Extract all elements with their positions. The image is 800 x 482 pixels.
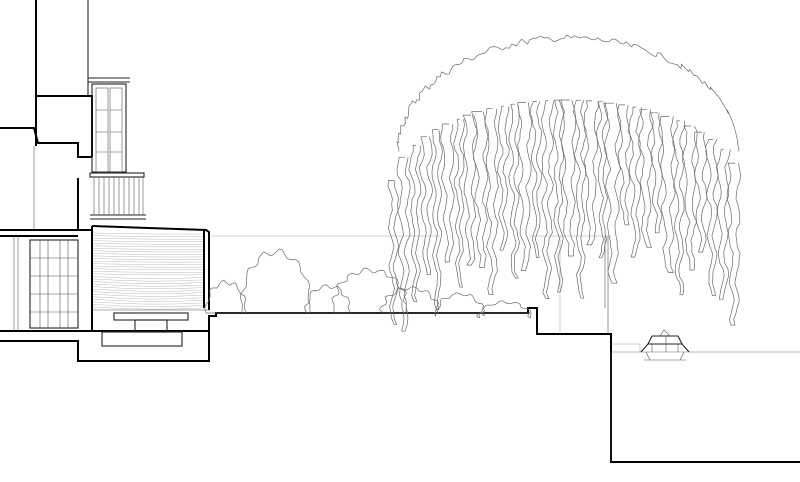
hatch-line <box>92 268 204 270</box>
willow-strand <box>471 111 489 268</box>
hatch-line <box>92 273 204 276</box>
willow-strand <box>672 120 686 296</box>
hatch-line <box>92 294 204 297</box>
willow-strand <box>440 123 455 263</box>
hatch-line <box>92 306 204 310</box>
hatch-line <box>92 243 204 245</box>
willow-strand <box>508 103 520 279</box>
hatch-line <box>92 260 204 263</box>
hatch-line <box>92 240 204 242</box>
willow-strand <box>387 180 400 325</box>
willow-strand <box>573 99 587 299</box>
garden-annex <box>91 225 210 347</box>
hatch-line <box>92 235 204 237</box>
hatch-line <box>92 258 204 260</box>
willow-strand <box>484 108 499 296</box>
willow-strand <box>517 102 532 271</box>
hatch-line <box>92 232 204 235</box>
hatch-line <box>92 296 204 300</box>
hatch-line <box>92 288 204 292</box>
weeping-willow-tree <box>387 34 742 332</box>
hatch-line <box>92 250 204 253</box>
shrub <box>434 292 485 317</box>
hatch-line <box>92 253 204 255</box>
shrub <box>476 300 532 319</box>
willow-strand <box>627 106 643 258</box>
hatch-line <box>92 263 204 265</box>
willow-strand <box>583 100 600 246</box>
upper-window <box>88 77 130 173</box>
willow-strand <box>682 125 698 271</box>
hatch-line <box>92 286 204 290</box>
willow-strand <box>419 136 433 276</box>
willow-strand <box>705 139 719 296</box>
shrub <box>304 284 351 314</box>
hatch-line <box>92 283 204 287</box>
willow-strand <box>553 99 565 293</box>
willow-strand <box>617 104 631 226</box>
hatch-line <box>92 291 204 295</box>
willow-strand <box>497 105 510 251</box>
shrub <box>379 286 439 314</box>
river <box>611 343 800 353</box>
willow-strand <box>658 116 676 273</box>
willow-strand <box>693 131 708 253</box>
willow-strand <box>649 112 664 234</box>
hatch-line <box>92 265 204 268</box>
hatch-line <box>92 301 204 305</box>
willow-strand <box>462 114 478 266</box>
willow-strand <box>558 99 577 257</box>
hatch-line <box>92 299 204 302</box>
hatch-line <box>92 281 204 284</box>
willow-strand <box>715 148 731 300</box>
shrub <box>239 248 311 314</box>
boat-icon <box>640 329 690 361</box>
hatch-line <box>92 248 204 250</box>
willow-strand <box>408 145 422 302</box>
willow-strand <box>638 109 654 249</box>
shrub <box>331 267 407 314</box>
hatch-line <box>92 271 204 273</box>
willow-strand <box>396 156 411 332</box>
garden-shrubs <box>204 248 532 319</box>
hatch-line <box>92 255 204 258</box>
lower-window <box>29 239 79 329</box>
hatch-line <box>92 304 204 307</box>
annex-glazing-hatch <box>92 232 204 310</box>
hatch-line <box>92 245 204 248</box>
willow-strand <box>541 100 555 299</box>
willow-strand <box>453 118 465 288</box>
balcony-railing <box>89 172 146 220</box>
hatch-line <box>92 237 204 240</box>
willow-canopy <box>396 34 740 152</box>
shrub <box>204 279 247 314</box>
hatch-line <box>92 278 204 282</box>
house-elevation <box>0 0 146 332</box>
willow-strand <box>530 101 543 258</box>
boundary-lines <box>209 235 611 334</box>
willow-strand <box>431 129 443 311</box>
hatch-line <box>92 276 204 279</box>
willow-strand <box>726 162 742 326</box>
willow-strand <box>596 101 608 259</box>
annex-bench <box>92 309 209 347</box>
